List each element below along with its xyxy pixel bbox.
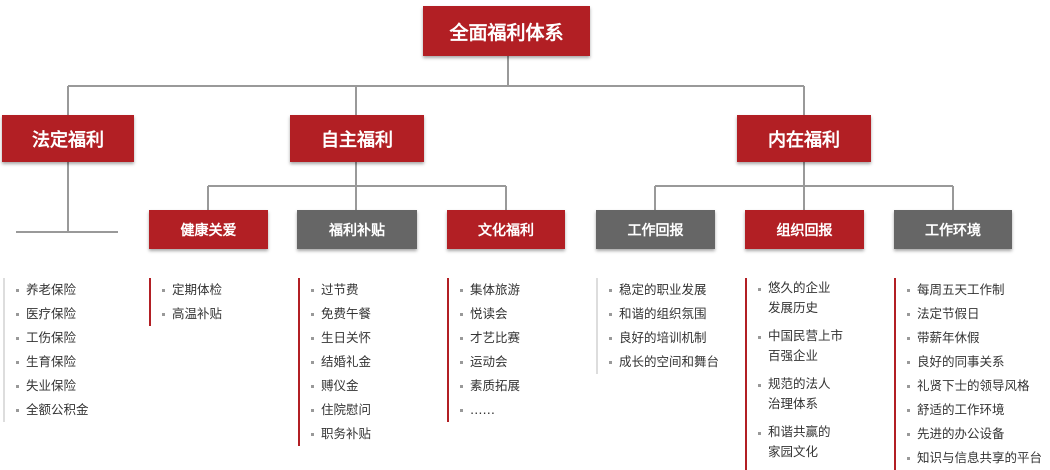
list-item: 稳定的职业发展 <box>609 278 719 302</box>
statutory-node: 法定福利 <box>2 115 134 162</box>
org-return-node: 组织回报 <box>745 210 864 249</box>
list-item: 医疗保险 <box>16 302 89 326</box>
list-item: 中国民营上市 百强企业 <box>758 326 868 366</box>
list-item: 住院慰问 <box>311 398 371 422</box>
list-item: 成长的空间和舞台 <box>609 350 719 374</box>
list-item: …… <box>460 398 520 422</box>
list-item: 舒适的工作环境 <box>907 398 1042 422</box>
list-item: 先进的办公设备 <box>907 422 1042 446</box>
list-item: 素质拓展 <box>460 374 520 398</box>
list-item: 运动会 <box>460 350 520 374</box>
list-item: 赙仪金 <box>311 374 371 398</box>
work-return-list: 稳定的职业发展 和谐的组织氛围 良好的培训机制 成长的空间和舞台 <box>596 278 719 374</box>
list-item: 失业保险 <box>16 374 89 398</box>
list-item: 结婚礼金 <box>311 350 371 374</box>
org-return-list: 悠久的企业 发展历史 中国民营上市 百强企业 规范的法人 治理体系 和谐共赢的 … <box>745 278 868 470</box>
list-item: 知识与信息共享的平台 <box>907 446 1042 470</box>
list-item: 规范的法人 治理体系 <box>758 374 868 414</box>
list-item: 集体旅游 <box>460 278 520 302</box>
statutory-connector <box>16 162 118 233</box>
list-item: 免费午餐 <box>311 302 371 326</box>
root-connector <box>67 56 805 115</box>
list-item: 过节费 <box>311 278 371 302</box>
list-item: 全额公积金 <box>16 398 89 422</box>
subsidy-list: 过节费 免费午餐 生日关怀 结婚礼金 赙仪金 住院慰问 职务补贴 <box>298 278 371 446</box>
work-return-node: 工作回报 <box>596 210 715 249</box>
root-node: 全面福利体系 <box>423 6 590 56</box>
health-list: 定期体检 高温补贴 <box>149 278 222 326</box>
subsidy-node: 福利补贴 <box>297 210 417 249</box>
list-item: 礼贤下士的领导风格 <box>907 374 1042 398</box>
list-item: 和谐共赢的 家园文化 <box>758 422 868 462</box>
list-item: 生育保险 <box>16 350 89 374</box>
list-item: 和谐的组织氛围 <box>609 302 719 326</box>
list-item: 定期体检 <box>162 278 222 302</box>
statutory-list: 养老保险 医疗保险 工伤保险 生育保险 失业保险 全额公积金 <box>3 278 89 422</box>
work-environment-list: 每周五天工作制 法定节假日 带薪年休假 良好的同事关系 礼贤下士的领导风格 舒适… <box>894 278 1042 470</box>
list-item: 良好的培训机制 <box>609 326 719 350</box>
list-item: 带薪年休假 <box>907 326 1042 350</box>
voluntary-connector <box>207 162 507 210</box>
list-item: 生日关怀 <box>311 326 371 350</box>
list-item: 养老保险 <box>16 278 89 302</box>
voluntary-node: 自主福利 <box>290 115 424 162</box>
culture-node: 文化福利 <box>447 210 565 249</box>
list-item: 才艺比赛 <box>460 326 520 350</box>
work-environment-node: 工作环境 <box>894 210 1012 249</box>
list-item: 高温补贴 <box>162 302 222 326</box>
culture-list: 集体旅游 悦读会 才艺比赛 运动会 素质拓展 …… <box>447 278 520 422</box>
list-item: 每周五天工作制 <box>907 278 1042 302</box>
health-node: 健康关爱 <box>149 210 268 249</box>
list-item: 悦读会 <box>460 302 520 326</box>
list-item: 工伤保险 <box>16 326 89 350</box>
intrinsic-connector <box>654 162 954 210</box>
list-item: 良好的同事关系 <box>907 350 1042 374</box>
list-item: 悠久的企业 发展历史 <box>758 278 868 318</box>
list-item: 职务补贴 <box>311 422 371 446</box>
list-item: 法定节假日 <box>907 302 1042 326</box>
intrinsic-node: 内在福利 <box>737 115 871 162</box>
